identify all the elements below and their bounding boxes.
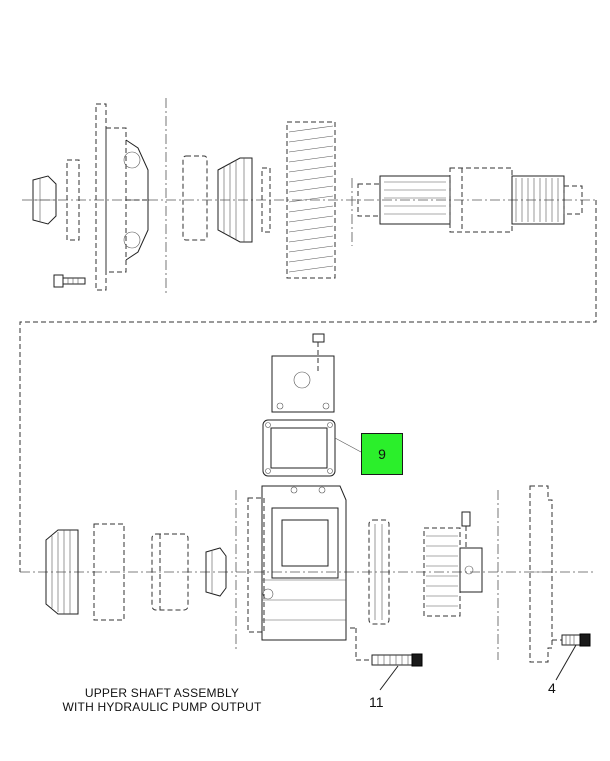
snap-ring-part (261, 167, 271, 233)
callout-4-label[interactable]: 4 (548, 680, 556, 696)
assembly-routing-line (19, 200, 597, 572)
diagram-caption: UPPER SHAFT ASSEMBLY WITH HYDRAULIC PUMP… (40, 686, 284, 714)
bushing-part (151, 533, 189, 611)
callout-9-label: 9 (378, 446, 386, 462)
upper-shaft-row (22, 98, 596, 296)
seal-ring-part (368, 519, 390, 625)
pump-housing-part (247, 485, 372, 661)
nut-part (32, 175, 57, 225)
upper-shaft-part (357, 167, 583, 233)
caption-line-2: WITH HYDRAULIC PUMP OUTPUT (62, 700, 262, 714)
washer-part (66, 159, 80, 241)
output-flange-part (529, 485, 553, 663)
callout-9-highlighted[interactable]: 9 (361, 433, 403, 475)
gasket-part (262, 419, 362, 477)
coupling-part (459, 511, 483, 593)
callout-11-label[interactable]: 11 (369, 694, 384, 710)
tapered-bearing-part (217, 157, 253, 243)
bearing-cup-part (93, 523, 125, 621)
cover-plate-part (271, 333, 335, 413)
helical-gear-part (286, 121, 336, 279)
bolt-part-upper (53, 274, 86, 288)
caption-line-1: UPPER SHAFT ASSEMBLY (84, 686, 240, 700)
lower-tapered-bearing-part (45, 529, 79, 615)
lower-shaft-row (20, 485, 596, 691)
lower-nut-part (205, 547, 227, 597)
yoke-flange-part (95, 103, 149, 291)
capscrew-part-11 (371, 653, 423, 691)
capscrew-part-4 (552, 633, 591, 681)
spacer-part (182, 155, 208, 241)
